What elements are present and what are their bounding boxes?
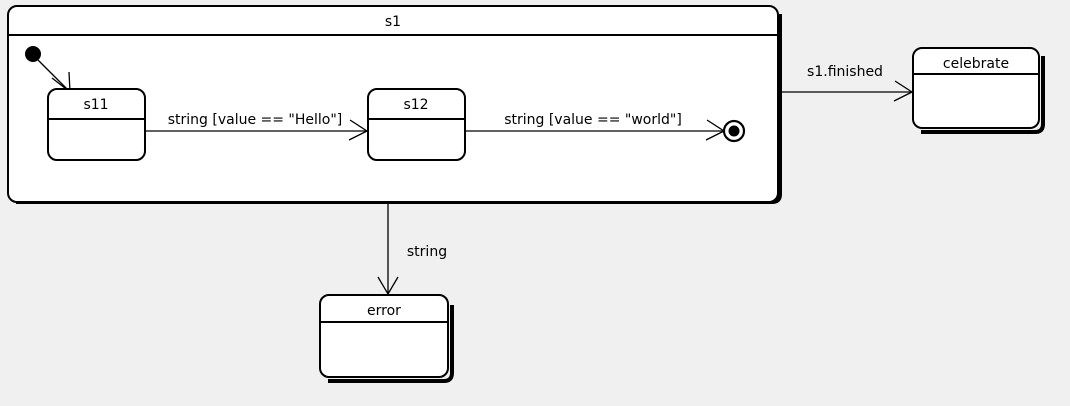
state-celebrate-shadow — [921, 56, 1045, 134]
state-s12-label: s12 — [403, 97, 428, 113]
state-error-label: error — [367, 303, 401, 319]
composite-state-s1-label: s1 — [385, 14, 401, 30]
state-error-shadow — [328, 305, 454, 383]
state-s11[interactable]: s11 — [47, 88, 146, 161]
transition-s11-to-s12-label: string [value == "Hello"] — [168, 112, 343, 128]
final-state-inner-dot — [728, 125, 740, 137]
state-celebrate-label: celebrate — [943, 56, 1009, 72]
state-s12[interactable]: s12 — [367, 88, 466, 161]
transition-s1-to-celebrate-arrowhead — [893, 80, 914, 102]
state-error-body — [319, 294, 449, 378]
state-s11-body — [47, 88, 146, 161]
initial-state-node[interactable] — [25, 46, 41, 62]
state-s11-label: s11 — [83, 97, 108, 113]
transition-s1-to-celebrate[interactable]: s1.finished — [780, 64, 914, 102]
state-s12-body — [367, 88, 466, 161]
final-state-node[interactable] — [722, 119, 746, 143]
transition-s12-to-final-label: string [value == "world"] — [504, 112, 682, 128]
state-error[interactable]: error — [319, 294, 454, 383]
state-celebrate[interactable]: celebrate — [912, 47, 1045, 134]
transition-s1-to-error-label: string — [407, 244, 447, 260]
transition-s11-to-s12[interactable]: string [value == "Hello"] — [145, 112, 369, 141]
transition-initial-to-s11-line — [37, 59, 71, 93]
state-celebrate-body — [912, 47, 1040, 129]
transition-s1-to-celebrate-label: s1.finished — [807, 64, 883, 80]
transition-s1-to-error[interactable]: string — [377, 203, 447, 296]
